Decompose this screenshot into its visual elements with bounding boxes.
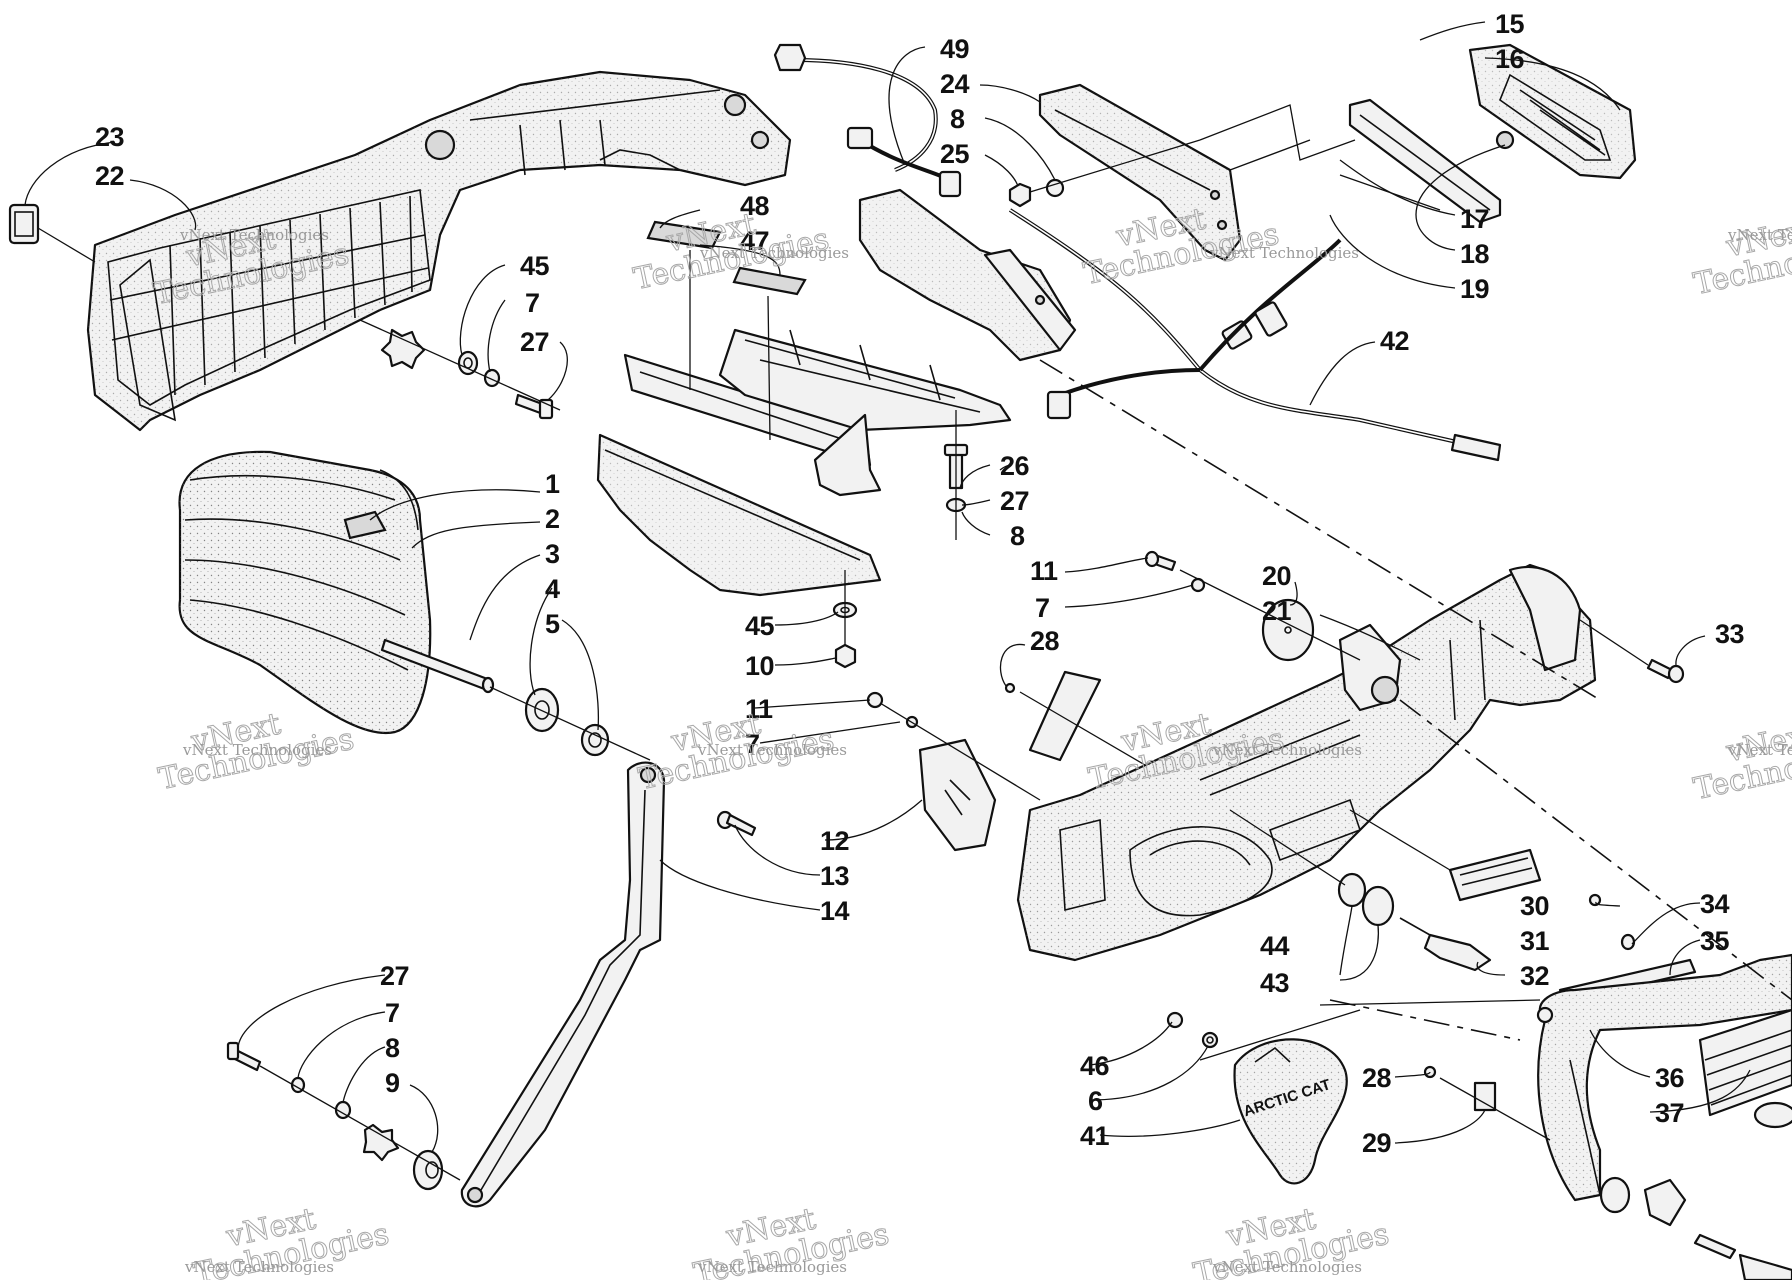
callout-37: 37 [1655, 1098, 1684, 1128]
callout-43: 43 [1260, 968, 1290, 998]
callout-2: 2 [545, 504, 560, 534]
left-panel-hardware [359, 319, 561, 420]
watermark-small: vNext Technologies [1212, 741, 1362, 759]
callout-16: 16 [1495, 44, 1525, 74]
callout-11: 11 [745, 694, 773, 724]
seat [178, 450, 432, 735]
seat-shaft-and-bushings [380, 638, 651, 761]
callout-7b: 7 [745, 729, 760, 759]
callout-25: 25 [940, 139, 970, 169]
arctic-cat-cap: ARCTIC CAT [1166, 1011, 1348, 1185]
watermark-small: vNext Technologies [699, 244, 849, 262]
callout-28: 28 [1030, 626, 1060, 656]
callout-9: 9 [385, 1068, 400, 1098]
rack-bolt-hardware [943, 410, 969, 540]
screws-mid-right [1144, 550, 1361, 661]
seat-arm [460, 761, 666, 1208]
cover-plate [866, 691, 1041, 852]
callout-17: 17 [1460, 204, 1489, 234]
watermark-small: vNext Technologies [179, 226, 329, 244]
callout-48: 48 [740, 191, 770, 221]
callout-42: 42 [1380, 326, 1409, 356]
callout-3: 3 [545, 539, 560, 569]
watermark-small: vNext Technologies [1209, 244, 1359, 262]
decals [646, 220, 807, 441]
callout-27c: 27 [380, 961, 409, 991]
callout-11a: 11 [1030, 556, 1058, 586]
callout-35: 35 [1700, 926, 1730, 956]
retainer-bracket [1004, 670, 1146, 766]
callout-26: 26 [1000, 451, 1030, 481]
callout-44: 44 [1260, 931, 1290, 961]
callout-31: 31 [1520, 926, 1550, 956]
callout-47: 47 [740, 226, 769, 256]
nut-and-washer [832, 570, 858, 669]
rear-reflector [1349, 809, 1602, 907]
callout-7d: 7 [385, 998, 400, 1028]
watermark-small: vNext Technologies [1727, 226, 1792, 244]
center-lines [1039, 104, 1792, 1061]
callout-12: 12 [820, 826, 849, 856]
callout-1: 1 [545, 469, 560, 499]
callout-32: 32 [1520, 961, 1549, 991]
callout-15: 15 [1495, 9, 1525, 39]
callout-14: 14 [820, 896, 850, 926]
callout-21: 21 [1262, 596, 1292, 626]
callout-18: 18 [1460, 239, 1490, 269]
bolt-33 [1579, 619, 1685, 684]
callout-23: 23 [95, 122, 125, 152]
callout-33: 33 [1715, 619, 1745, 649]
part-23-clip [8, 203, 96, 263]
watermark-small: vNext Technologies [697, 1258, 847, 1276]
watermark-small: vNext Technologies [1212, 1258, 1362, 1276]
callout-24: 24 [940, 69, 970, 99]
callout-30: 30 [1520, 891, 1549, 921]
tail-light-housing [1038, 83, 1242, 262]
callout-13: 13 [820, 861, 850, 891]
callout-7: 7 [525, 288, 540, 318]
bolt-13 [716, 810, 757, 837]
lower-clips [1423, 1065, 1551, 1141]
callout-34: 34 [1700, 889, 1730, 919]
callout-8b: 8 [1010, 521, 1025, 551]
callout-36: 36 [1655, 1063, 1685, 1093]
callout-49: 49 [940, 34, 970, 64]
round-reflector [1261, 598, 1315, 662]
watermark-small: vNext Technologies [697, 741, 847, 759]
callout-20: 20 [1262, 561, 1291, 591]
callout-7c: 7 [1035, 593, 1050, 623]
callout-numbers: 23 22 45 7 27 1 2 3 4 5 13 14 12 11 7 27… [95, 9, 1745, 1158]
wiring-harness [773, 43, 1502, 462]
callout-29: 29 [1362, 1128, 1392, 1158]
callout-27: 27 [520, 327, 549, 357]
callout-5: 5 [545, 609, 560, 639]
washers-and-latch [1229, 809, 1492, 972]
watermark-small: vNext Technologies [182, 741, 332, 759]
watermark-small: vNext Technologies [1727, 741, 1792, 759]
callout-46: 46 [1080, 1051, 1110, 1081]
right-side-panel [1016, 563, 1597, 962]
callout-22: 22 [95, 161, 124, 191]
callout-8c: 8 [385, 1033, 400, 1063]
callout-4: 4 [545, 574, 560, 604]
callout-10: 10 [745, 651, 774, 681]
callout-leaders [24, 21, 1751, 1153]
callout-41: 41 [1080, 1121, 1110, 1151]
grab-handle [1536, 953, 1792, 1280]
lower-left-hardware [226, 1041, 461, 1191]
callout-8: 8 [950, 104, 965, 134]
tail-light-lens-assembly [1229, 43, 1637, 224]
callout-45: 45 [520, 251, 550, 281]
callout-6: 6 [1088, 1086, 1103, 1116]
watermark-small: vNext Technologies [184, 1258, 334, 1276]
callout-28b: 28 [1362, 1063, 1392, 1093]
callout-19: 19 [1460, 274, 1490, 304]
left-side-panel [86, 70, 792, 432]
callout-27b: 27 [1000, 486, 1029, 516]
rear-rack [596, 188, 1077, 597]
callout-45b: 45 [745, 611, 775, 641]
